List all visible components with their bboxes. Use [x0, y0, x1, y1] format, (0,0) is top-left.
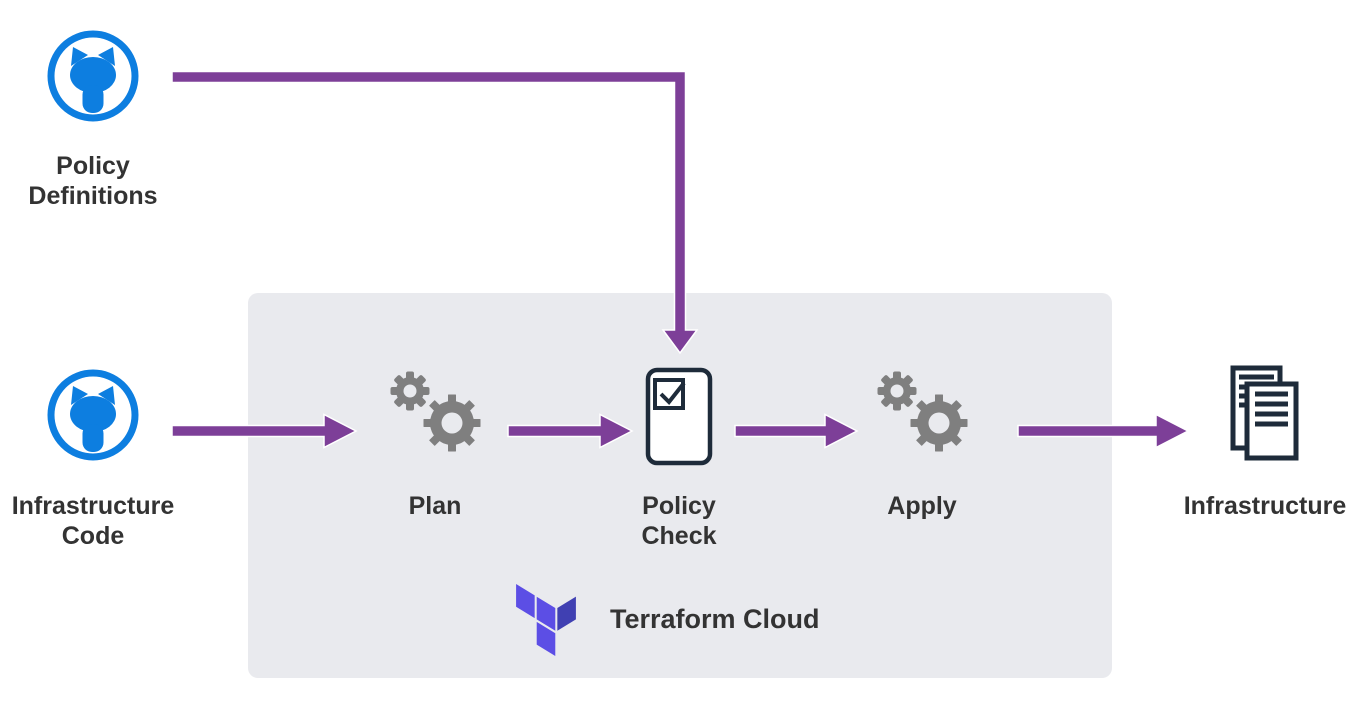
gears-icon: [390, 371, 484, 455]
infrastructure-label: Infrastructure: [1183, 492, 1347, 520]
github-icon: [47, 369, 139, 461]
plan-label: Plan: [408, 492, 462, 520]
policy-definitions-label: Policy Definitions: [28, 152, 158, 210]
github-icon: [47, 30, 139, 122]
policy-check-card-icon: [645, 367, 713, 466]
infrastructure-code-label: Infrastructure Code: [11, 492, 175, 550]
terraform-cloud-box: [248, 293, 1112, 678]
terraform-logo-icon: [516, 584, 576, 656]
gears-icon: [877, 371, 971, 455]
apply-label: Apply: [887, 492, 957, 520]
documents-icon: [1230, 365, 1299, 461]
policy-check-label: Policy Check: [641, 492, 717, 550]
terraform-cloud-label: Terraform Cloud: [610, 604, 820, 634]
